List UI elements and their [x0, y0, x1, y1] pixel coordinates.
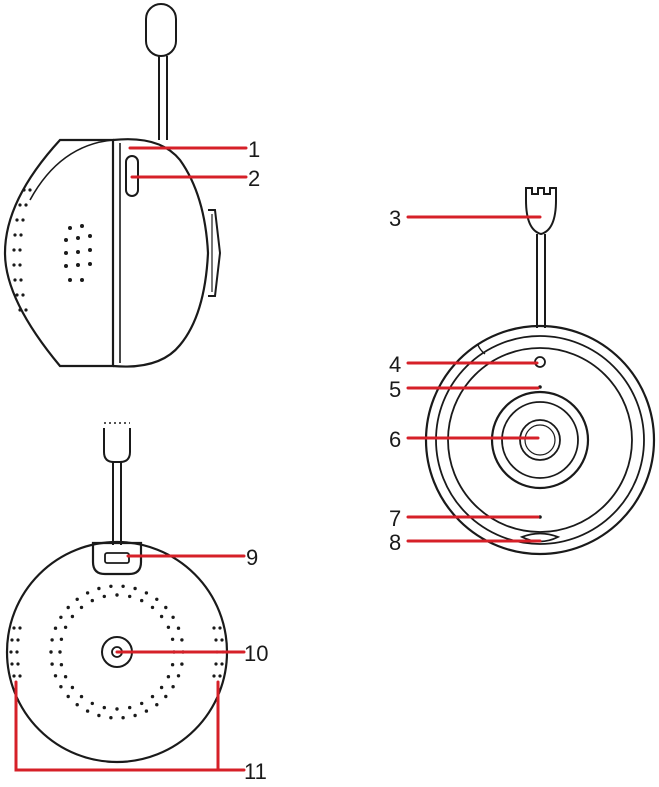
bottom-usb-port: [91, 541, 143, 576]
speaker-hole: [128, 705, 132, 710]
speaker-hole: [85, 591, 90, 595]
speaker-hole: [171, 615, 175, 619]
callout-8: 8: [389, 530, 401, 555]
callout-1: 1: [248, 137, 260, 162]
speaker-hole: [70, 685, 75, 690]
speaker-hole: [66, 694, 70, 699]
speaker-hole: [75, 597, 79, 601]
speaker-hole: [176, 674, 181, 678]
side-lens: [208, 209, 222, 297]
speaker-hole: [144, 709, 149, 713]
speaker-hole: [102, 705, 107, 710]
speaker-hole: [150, 605, 155, 610]
bottom-speaker-holes: [49, 584, 185, 720]
front-antenna: [525, 187, 557, 328]
speaker-hole: [155, 597, 159, 601]
speaker-hole: [79, 694, 84, 699]
speaker-hole: [170, 663, 175, 667]
speaker-hole: [63, 675, 68, 679]
callout-2: 2: [248, 166, 260, 191]
callout-7: 7: [389, 506, 401, 531]
camera-side-view: [3, 3, 222, 368]
camera-front-view: [424, 187, 656, 556]
callout-10: 10: [244, 641, 268, 666]
callout-5: 5: [389, 377, 401, 402]
callout-9: 9: [246, 545, 258, 570]
speaker-hole: [53, 674, 58, 678]
callout-4: 4: [389, 352, 401, 377]
speaker-hole: [90, 701, 95, 706]
speaker-hole: [102, 594, 107, 599]
speaker-hole: [164, 605, 168, 610]
speaker-hole: [49, 650, 53, 654]
speaker-hole: [166, 625, 171, 629]
speaker-hole: [63, 625, 68, 629]
speaker-hole: [170, 637, 175, 641]
speaker-hole: [50, 662, 54, 666]
speaker-hole: [171, 685, 175, 689]
speaker-hole: [166, 675, 171, 679]
leader-11: [14, 680, 246, 772]
callout-11: 11: [244, 759, 267, 784]
callout-6: 6: [389, 427, 401, 452]
speaker-hole: [121, 716, 125, 720]
speaker-hole: [128, 594, 132, 599]
speaker-hole: [109, 584, 113, 588]
speaker-hole: [155, 703, 159, 707]
speaker-hole: [121, 584, 125, 588]
speaker-hole: [133, 713, 137, 718]
speaker-hole: [159, 685, 164, 690]
front-lens-outer: [490, 390, 590, 490]
speaker-hole: [66, 605, 70, 610]
speaker-hole: [70, 614, 75, 619]
speaker-hole: [159, 614, 164, 619]
camera-bottom-view: [5, 422, 229, 764]
speaker-hole: [115, 707, 119, 711]
speaker-hole: [140, 701, 144, 706]
speaker-hole: [90, 598, 95, 603]
front-outer-ring: [424, 324, 656, 556]
speaker-hole: [140, 598, 144, 603]
front-lens-inner: [519, 419, 561, 461]
speaker-hole: [97, 713, 101, 718]
speaker-hole: [144, 591, 149, 595]
speaker-hole: [75, 703, 79, 707]
speaker-hole: [97, 586, 101, 591]
speaker-hole: [176, 626, 181, 630]
side-edge-vents: [12, 188, 32, 312]
speaker-hole: [59, 637, 64, 641]
side-body: [3, 138, 115, 368]
speaker-hole: [164, 694, 168, 699]
speaker-hole: [50, 638, 54, 642]
bottom-antenna: [103, 422, 131, 545]
speaker-hole: [85, 709, 90, 713]
speaker-hole: [59, 663, 64, 667]
speaker-hole: [109, 716, 113, 720]
speaker-hole: [180, 638, 184, 642]
side-antenna: [145, 3, 177, 140]
front-face: [447, 347, 633, 533]
speaker-hole: [53, 626, 58, 630]
speaker-hole: [58, 650, 62, 654]
speaker-hole: [150, 694, 155, 699]
speaker-hole: [79, 605, 84, 610]
side-speaker-holes: [64, 224, 92, 282]
speaker-hole: [115, 593, 119, 597]
speaker-hole: [59, 685, 63, 689]
callout-3: 3: [389, 206, 401, 231]
speaker-hole: [133, 586, 137, 591]
speaker-hole: [59, 615, 63, 619]
bottom-edge-vents-left: [9, 626, 22, 678]
speaker-hole: [180, 662, 184, 666]
